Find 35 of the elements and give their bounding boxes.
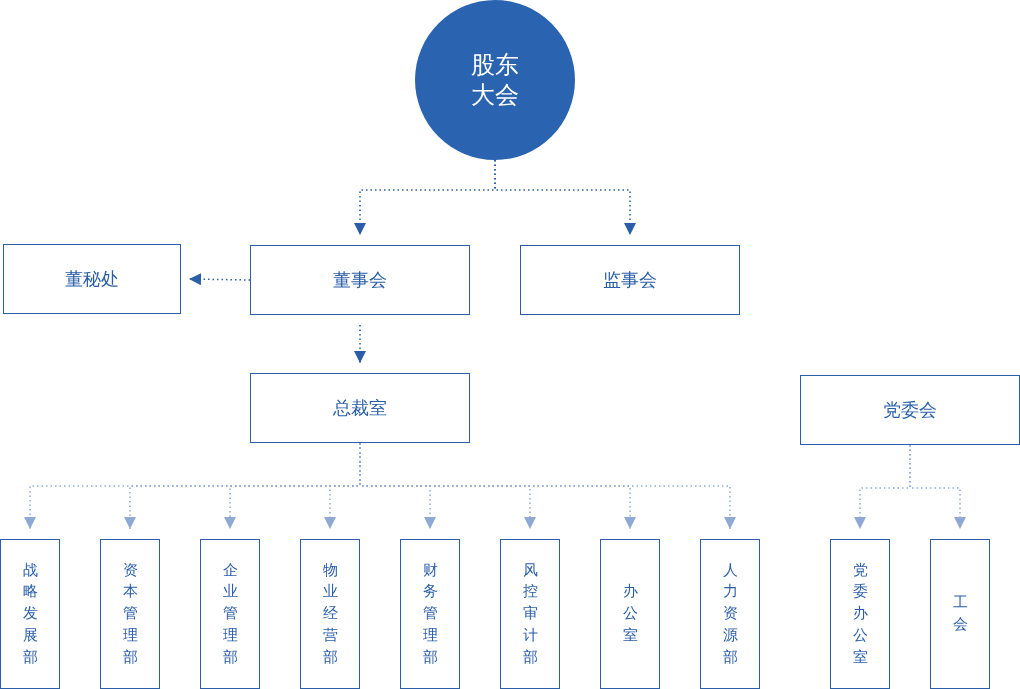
node-label: 党委会 <box>883 398 937 422</box>
node-label: 资本管理部 <box>122 559 138 668</box>
department-box <box>830 539 890 689</box>
node-label: 董事会 <box>333 268 387 292</box>
department-box <box>930 539 990 689</box>
org-box <box>250 373 470 443</box>
node-label: 监事会 <box>603 268 657 292</box>
org-box <box>520 245 740 315</box>
department-box <box>700 539 760 689</box>
node-label: 风控审计部 <box>522 559 538 668</box>
dotted-arrow <box>188 273 251 286</box>
department-box <box>400 539 460 689</box>
department-box <box>100 539 160 689</box>
node-label: 物业经营部 <box>322 559 338 668</box>
department-box <box>0 539 60 689</box>
node-label: 战略发展部 <box>22 559 38 668</box>
department-box <box>300 539 360 689</box>
node-label: 财务管理部 <box>422 559 438 668</box>
org-box <box>800 375 1020 445</box>
node-label: 工会 <box>952 592 968 635</box>
department-box <box>500 539 560 689</box>
org-box <box>250 245 470 315</box>
node-label: 企业管理部 <box>222 559 238 668</box>
node-label: 股东大会 <box>470 50 520 110</box>
node-label: 总裁室 <box>333 396 387 420</box>
org-box <box>3 244 181 314</box>
dotted-arrow <box>909 444 966 530</box>
dotted-arrow <box>494 159 636 236</box>
node-label: 人力资源部 <box>722 559 738 668</box>
node-label: 董秘处 <box>65 267 119 291</box>
node-label: 办公室 <box>622 581 638 646</box>
department-box <box>200 539 260 689</box>
node-label: 党委办公室 <box>852 559 868 668</box>
department-box <box>600 539 660 689</box>
dotted-arrow <box>354 324 366 364</box>
